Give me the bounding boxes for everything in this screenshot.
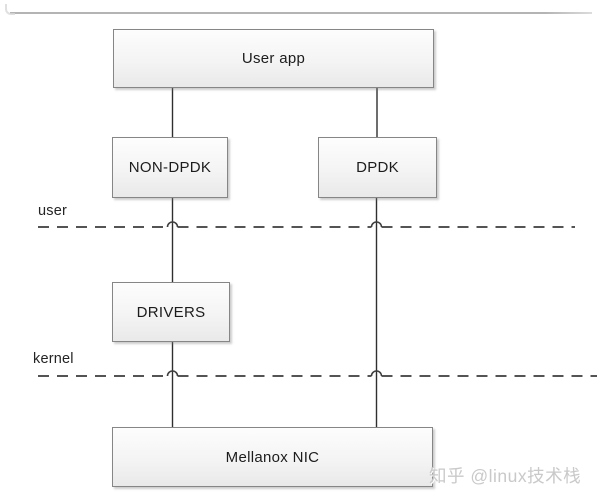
top-divider-line <box>10 12 592 14</box>
node-user-app: User app <box>113 29 434 88</box>
line-hop <box>370 221 383 228</box>
node-user-app-label: User app <box>241 50 306 67</box>
user-space-label: user <box>38 203 68 219</box>
line-hop <box>166 370 179 377</box>
node-mellanox-nic-label: Mellanox NIC <box>225 448 320 466</box>
node-mellanox-nic: Mellanox NIC <box>112 427 433 487</box>
node-dpdk-label: DPDK <box>356 159 399 176</box>
node-dpdk: DPDK <box>318 137 437 198</box>
node-non-dpdk-label: NON-DPDK <box>128 159 212 176</box>
kernel-space-label: kernel <box>33 351 74 367</box>
line-hop <box>370 370 383 377</box>
node-drivers-label: DRIVERS <box>136 303 206 321</box>
corner-watermark-fragment <box>5 4 15 15</box>
line-hop <box>166 221 179 228</box>
node-drivers: DRIVERS <box>112 282 230 342</box>
node-non-dpdk: NON-DPDK <box>112 137 228 198</box>
watermark-text: 知乎 @linux技术栈 <box>429 466 582 486</box>
